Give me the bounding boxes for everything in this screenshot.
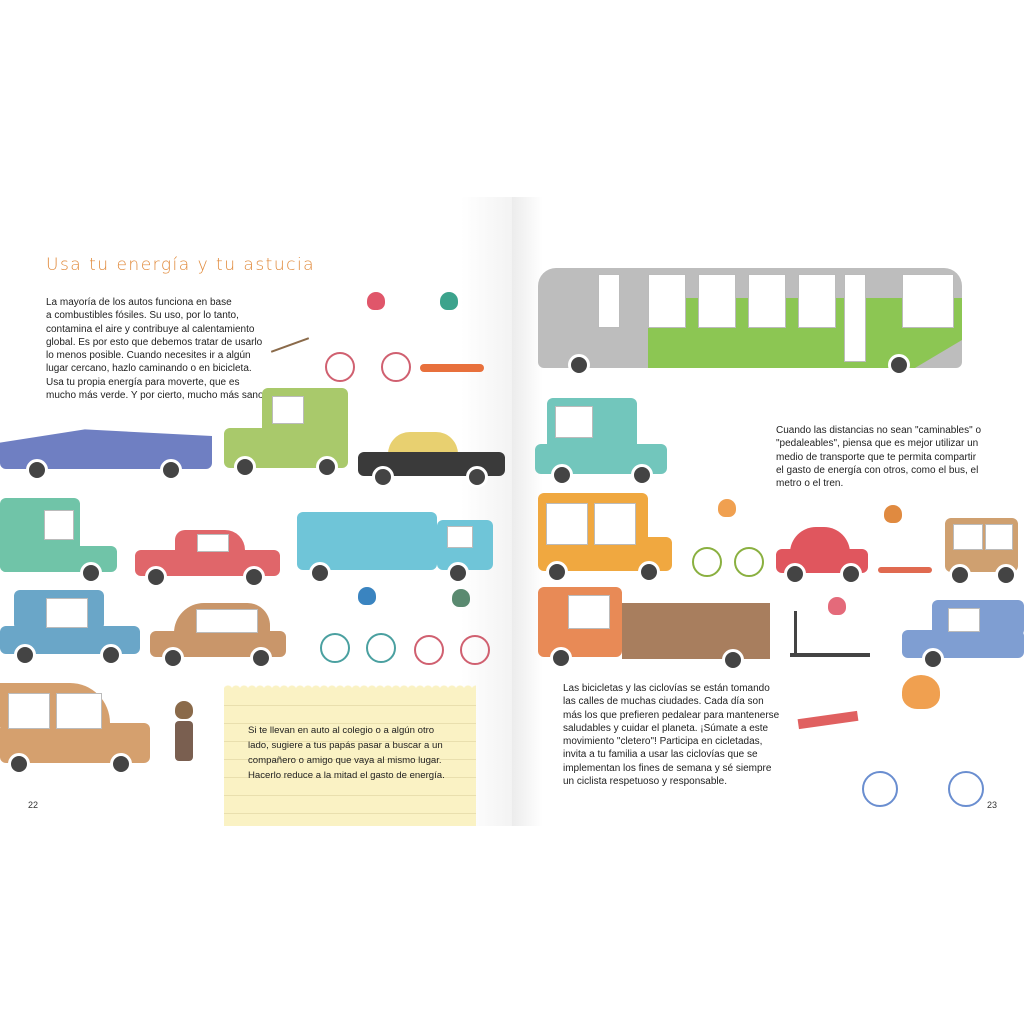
text-line: invita a tu familia a usar las ciclovías… — [563, 749, 758, 761]
waving-girl-illustration — [163, 697, 203, 775]
text-line: Usa tu propia energía para moverte, que … — [46, 376, 240, 388]
text-line: saludables y cuidar el planeta. ¡Súmate … — [563, 722, 769, 734]
teal-delivery-truck — [297, 512, 493, 584]
bus — [538, 268, 962, 380]
text-line: Hacerlo reduce a la mitad el gasto de en… — [248, 770, 445, 781]
text-line: contamina el aire y contribuye al calent… — [46, 323, 255, 335]
red-car — [135, 530, 280, 588]
page-number: 22 — [28, 800, 39, 810]
blue-car — [0, 590, 140, 666]
text-line: "pedaleables", piensa que es mejor utili… — [776, 438, 979, 450]
text-line: global. Es por esto que debemos tratar d… — [46, 336, 263, 348]
cyclist-with-dog-illustration — [797, 675, 994, 815]
orange-car — [538, 493, 672, 583]
black-car — [358, 432, 505, 488]
cyclist-blue-helmet — [320, 587, 396, 667]
left-page: Usa tu energía y tu astucia La mayoría d… — [0, 197, 512, 826]
text-line: movimiento "cletero"! Participa en cicle… — [563, 736, 763, 748]
text-line: implementan los fines de semana y sé sie… — [563, 762, 772, 774]
note-paper-edge — [224, 682, 476, 690]
teal-pickup-truck — [535, 398, 667, 486]
right-page: Cuando las distancias no sean "caminable… — [512, 197, 1024, 826]
page-number: 23 — [987, 800, 998, 810]
kid-on-kick-scooter — [790, 597, 872, 665]
text-line: Cuando las distancias no sean "caminable… — [776, 425, 981, 436]
text-line: La mayoría de los autos funciona en base — [46, 297, 232, 308]
blue-convertible-car — [0, 425, 212, 481]
girl-on-bike-illustration — [325, 292, 415, 387]
text-line: más los que prefieren pedalear para mant… — [563, 709, 780, 721]
text-line: un ciclista respetuoso y responsable. — [563, 776, 727, 788]
tip-note: Si te llevan en auto al colegio o a algú… — [224, 688, 476, 826]
kid-on-skateboard-illustration — [420, 292, 486, 382]
text-line: Las bicicletas y las ciclovías se están … — [563, 683, 770, 694]
text-line: a combustibles fósiles. Su uso, por lo t… — [46, 310, 239, 322]
text-line: el gasto de energía con otros, como el b… — [776, 464, 979, 476]
text-line: las calles de muchas ciudades. Cada día … — [563, 696, 764, 708]
text-line: Si te llevan en auto al colegio o a algú… — [248, 725, 435, 736]
text-line: compañero o amigo que vaya al mismo luga… — [248, 755, 442, 766]
tan-van — [945, 518, 1018, 586]
small-red-car — [776, 527, 868, 585]
tan-car — [0, 683, 150, 775]
page-title: Usa tu energía y tu astucia — [46, 255, 316, 275]
teal-van — [0, 498, 117, 584]
green-truck — [224, 388, 348, 478]
text-line: lo menos posible. Cuando necesites ir a … — [46, 350, 251, 362]
orange-box-truck — [538, 587, 770, 671]
bike-paragraph: Las bicicletas y las ciclovías se están … — [563, 682, 803, 788]
cyclist-green-helmet — [414, 589, 490, 669]
kid-on-scooter — [878, 505, 934, 581]
blue-car-right — [902, 600, 1024, 670]
intro-paragraph: La mayoría de los autos funciona en base… — [46, 296, 286, 402]
transport-paragraph: Cuando las distancias no sean "caminable… — [776, 424, 1016, 490]
text-line: lado, sugiere a tus papás pasar a buscar… — [248, 740, 443, 751]
text-line: metro o el tren. — [776, 478, 844, 490]
text-line: medio de transporte que te permita compa… — [776, 451, 977, 463]
brown-car — [150, 603, 286, 669]
text-line: mucho más verde. Y por cierto, mucho más… — [46, 390, 267, 402]
text-line: lugar cercano, hazlo caminando o en bici… — [46, 363, 252, 375]
cyclist-orange-helmet — [692, 499, 764, 579]
